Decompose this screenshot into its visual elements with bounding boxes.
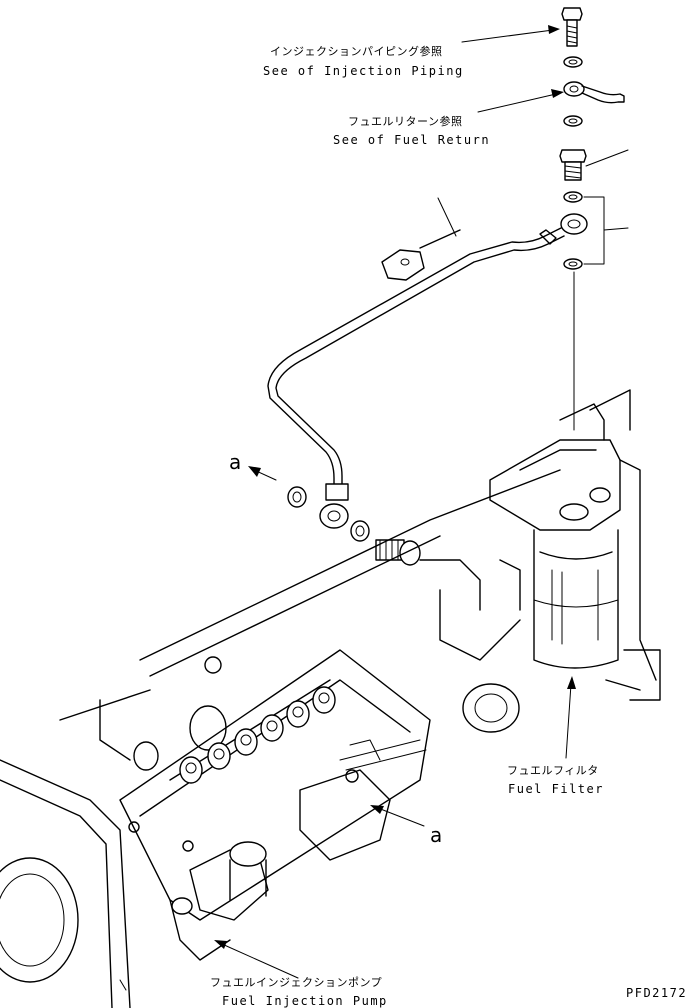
fuel-filter-label-jp: フュエルフィルタ bbox=[507, 764, 599, 777]
fuel-return-label-en: See of Fuel Return bbox=[333, 133, 491, 147]
fuel-pipe bbox=[267, 197, 565, 487]
washer-2 bbox=[563, 115, 583, 127]
return-eye-joint bbox=[563, 81, 625, 104]
leader-injection-piping bbox=[461, 25, 560, 43]
fuel-filter-label-en: Fuel Filter bbox=[508, 782, 604, 796]
engine-block bbox=[59, 389, 661, 771]
gear-housing bbox=[0, 759, 131, 1008]
leader-injection-pump bbox=[214, 940, 299, 979]
injection-pump bbox=[119, 649, 431, 961]
injection-piping-label-en: See of Injection Piping bbox=[263, 64, 464, 78]
callout-a-lower: a bbox=[430, 823, 443, 847]
drawing-code: PFD2172 bbox=[626, 986, 688, 1000]
fuel-injection-pump-label-jp: フュエルインジェクションポンプ bbox=[210, 976, 383, 989]
washer-right bbox=[350, 520, 370, 542]
leader-a-lower bbox=[370, 805, 425, 827]
washer-1 bbox=[563, 56, 583, 68]
fuel-filter bbox=[489, 439, 621, 669]
washer-4 bbox=[563, 258, 583, 270]
washer-left bbox=[287, 486, 307, 508]
banjo-bolt bbox=[559, 149, 587, 181]
callout-a-upper: a bbox=[229, 450, 242, 474]
washer-3 bbox=[563, 191, 583, 203]
pump-banjo-bolt bbox=[375, 539, 421, 566]
fuel-return-label-jp: フュエルリターン参照 bbox=[348, 115, 463, 128]
leader-a-upper bbox=[248, 466, 277, 481]
injection-piping-label-jp: インジェクションパイピング参照 bbox=[270, 45, 443, 58]
eye-bolt bbox=[561, 7, 583, 47]
leader-fuel-return bbox=[477, 89, 564, 113]
filter-eye-joint bbox=[560, 213, 588, 235]
fuel-injection-pump-label-en: Fuel Injection Pump bbox=[222, 994, 388, 1008]
pump-eye-joint bbox=[319, 483, 349, 529]
leader-fuel-filter bbox=[565, 676, 576, 759]
